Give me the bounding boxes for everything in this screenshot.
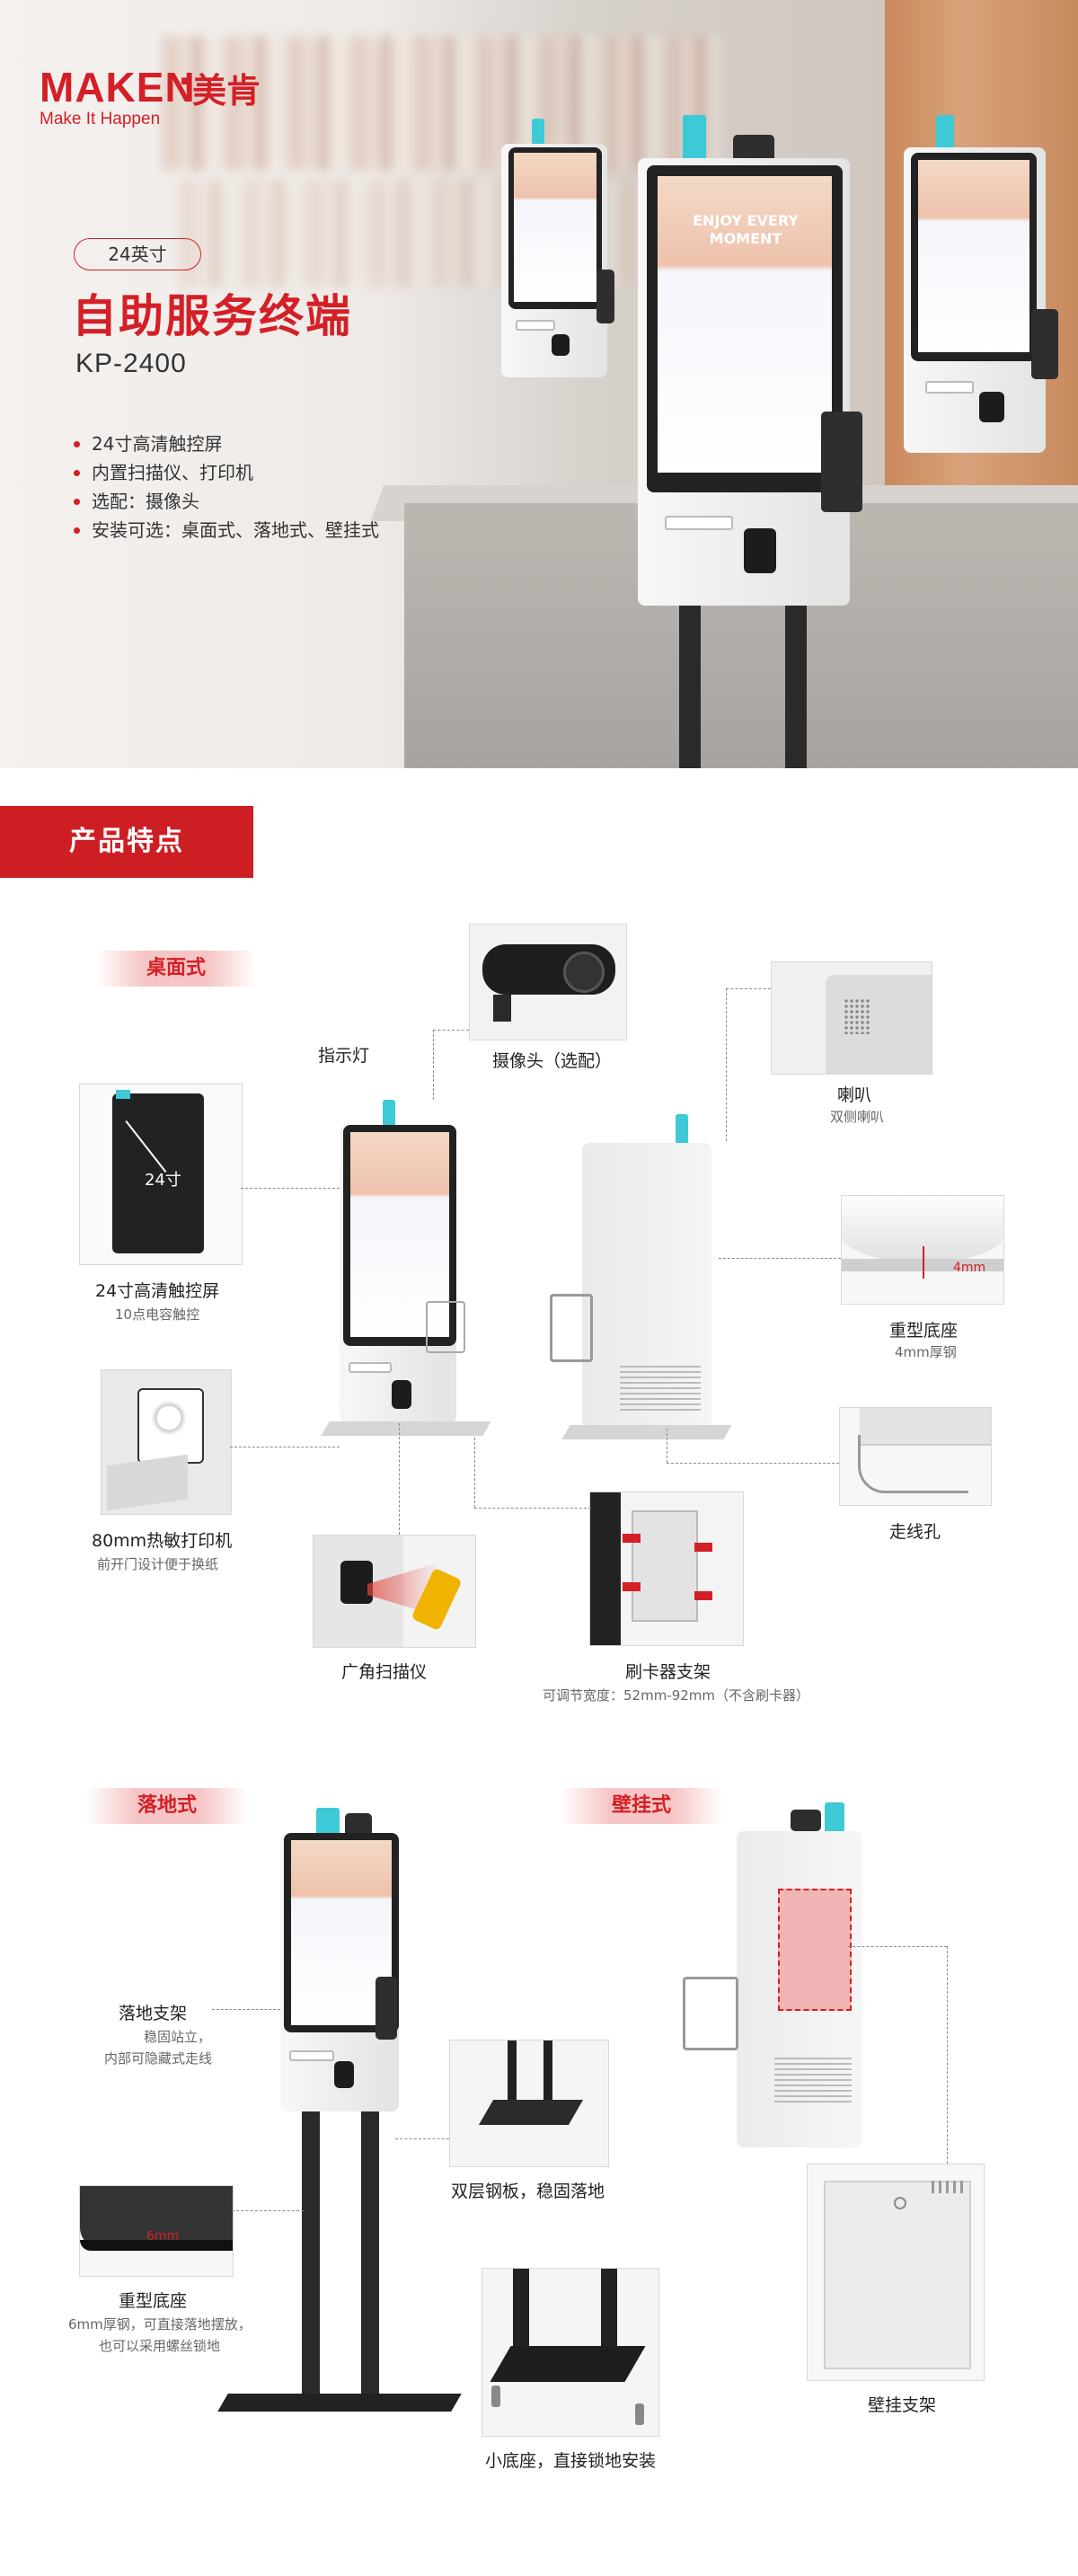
- touchscreen-sub: 10点电容触控: [115, 1306, 200, 1323]
- brand-logo-dot: ·: [178, 61, 192, 102]
- wall-tag: 壁挂式: [561, 1788, 722, 1824]
- hero-title: 自助服务终端: [72, 290, 352, 342]
- feature-bullet: 选配：摄像头: [72, 487, 379, 516]
- speaker-label: 喇叭: [837, 1085, 872, 1105]
- base-image: 4mm: [841, 1195, 1004, 1305]
- wall-bracket-image: [807, 2164, 985, 2381]
- screen-banner: ENJOY EVERY MOMENT: [693, 212, 799, 247]
- double-plate-label: 双层钢板，稳固落地: [451, 2182, 605, 2201]
- printer-image: [101, 1369, 232, 1515]
- bracket-sub: 可调节宽度：52mm-92mm（不含刷卡器）: [543, 1687, 810, 1704]
- feature-bullet: 24寸高清触控屏: [72, 429, 379, 458]
- double-plate-image: [449, 2040, 609, 2167]
- touchscreen-label: 24寸高清触控屏: [95, 1281, 220, 1301]
- desktop-tag: 桌面式: [95, 951, 257, 987]
- wall-bracket-label: 壁挂支架: [868, 2395, 937, 2415]
- speaker-image: [771, 961, 932, 1075]
- floor-base-image: 6mm: [79, 2185, 234, 2277]
- floor-base-sub1: 6mm厚钢，可直接落地摆放，: [68, 2316, 252, 2333]
- hero-banner: ENJOY EVERY MOMENT MAKEN · 美肯 Make It Ha…: [0, 0, 1078, 768]
- floor-stand-label: 落地支架: [119, 2004, 188, 2023]
- bracket-image: [589, 1492, 744, 1646]
- cable-hole-label: 走线孔: [889, 1522, 941, 1542]
- cable-hole-image: [839, 1407, 992, 1506]
- touchscreen-size-text: 24寸: [145, 1171, 181, 1190]
- floor-base-label: 重型底座: [119, 2291, 188, 2311]
- small-base-image: [482, 2268, 659, 2437]
- printer-sub: 前开门设计便于换纸: [97, 1556, 219, 1572]
- camera-label: 摄像头（选配）: [492, 1051, 613, 1071]
- floor-base-sub2: 也可以采用螺丝锁地: [99, 2338, 221, 2354]
- scanner-image: [313, 1535, 476, 1648]
- speaker-sub: 双侧喇叭: [830, 1109, 885, 1125]
- section-header-bar: [0, 806, 253, 878]
- floor-stand-sub2: 内部可隐藏式走线: [104, 2050, 213, 2067]
- camera-image: [469, 924, 627, 1040]
- indicator-label: 指示灯: [318, 1046, 370, 1066]
- brand-logo-cn: 美肯: [192, 70, 261, 111]
- base-label: 重型底座: [889, 1321, 959, 1341]
- size-badge: 24英寸: [74, 238, 201, 270]
- section-title: 产品特点: [69, 826, 184, 857]
- brand-logo-en: MAKEN: [40, 64, 196, 111]
- base-thickness-text: 4mm: [953, 1261, 986, 1275]
- model-number: KP-2400: [75, 349, 187, 378]
- wall-mount-area: [778, 1889, 852, 2011]
- feature-bullet-list: 24寸高清触控屏 内置扫描仪、打印机 选配：摄像头 安装可选：桌面式、落地式、壁…: [72, 429, 379, 544]
- feature-bullet: 安装可选：桌面式、落地式、壁挂式: [72, 516, 379, 544]
- bracket-label: 刷卡器支架: [625, 1662, 711, 1682]
- floor-base-thickness-text: 6mm: [146, 2229, 180, 2244]
- floor-stand-sub1: 稳固站立，: [144, 2029, 212, 2045]
- base-sub: 4mm厚钢: [895, 1344, 957, 1360]
- small-base-label: 小底座，直接锁地安装: [485, 2451, 657, 2471]
- floor-tag: 落地式: [86, 1788, 248, 1824]
- feature-bullet: 内置扫描仪、打印机: [72, 458, 379, 487]
- touchscreen-image: 24寸: [79, 1084, 243, 1265]
- brand-slogan: Make It Happen: [40, 110, 161, 128]
- scanner-label: 广角扫描仪: [341, 1662, 428, 1682]
- printer-label: 80mm热敏打印机: [92, 1531, 233, 1551]
